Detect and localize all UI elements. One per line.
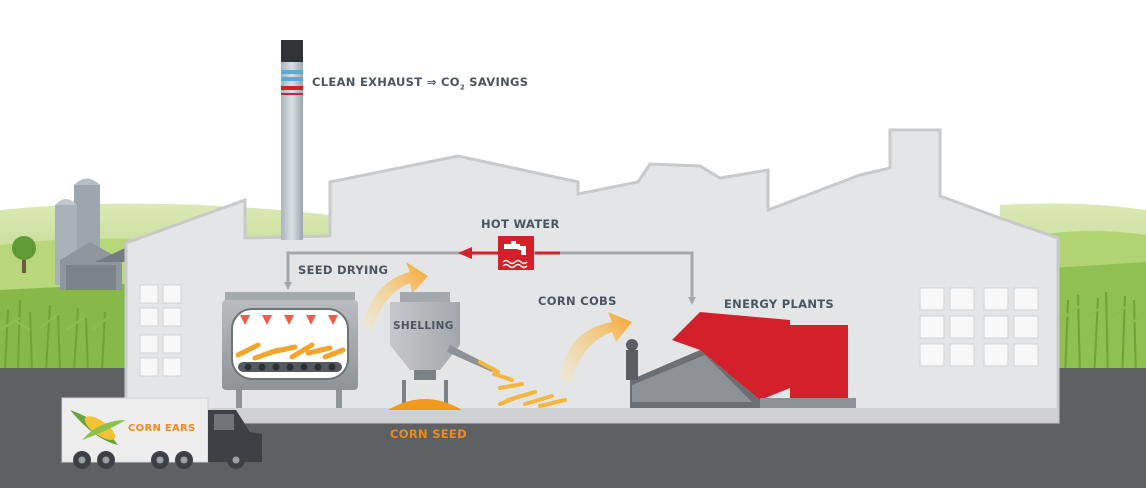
savings-text: SAVINGS [469,75,529,89]
hot-water-pipe [284,247,696,305]
flow-arrow-drying [362,262,428,330]
windows-right [919,287,1039,367]
hot-water-tap-icon [498,236,534,270]
arrow-symbol: ⇒ [426,75,437,89]
barn-icon [60,242,130,290]
truck-icon [61,397,262,469]
corn-cob-pile [478,360,567,408]
corn-seed-label: CORN SEED [390,427,467,441]
energy-plants-label: ENERGY PLANTS [724,297,835,311]
energy-plant [626,312,856,408]
corn-ears-label: CORN EARS [128,423,196,434]
seed-drying-label: SEED DRYING [298,263,389,277]
seed-dryer [222,292,358,408]
co2-subscript: 2 [459,83,465,92]
clean-exhaust-text: CLEAN EXHAUST [312,75,423,89]
tree-icon [12,236,36,273]
hot-water-label: HOT WATER [481,217,560,231]
corn-ear-icon [70,410,126,445]
windows-left [139,284,182,377]
clean-exhaust-label: CLEAN EXHAUST ⇒ CO2 SAVINGS [312,75,528,91]
corn-stalks-right [1059,291,1146,381]
co2-text: CO [440,75,460,89]
corn-seed-pile [388,399,462,410]
corn-stalks-left [0,299,111,371]
chimney-icon [281,40,303,240]
flow-arrow-cobs [560,312,632,382]
corn-cobs-label: CORN COBS [538,294,617,308]
shelling-label: SHELLING [393,320,454,332]
